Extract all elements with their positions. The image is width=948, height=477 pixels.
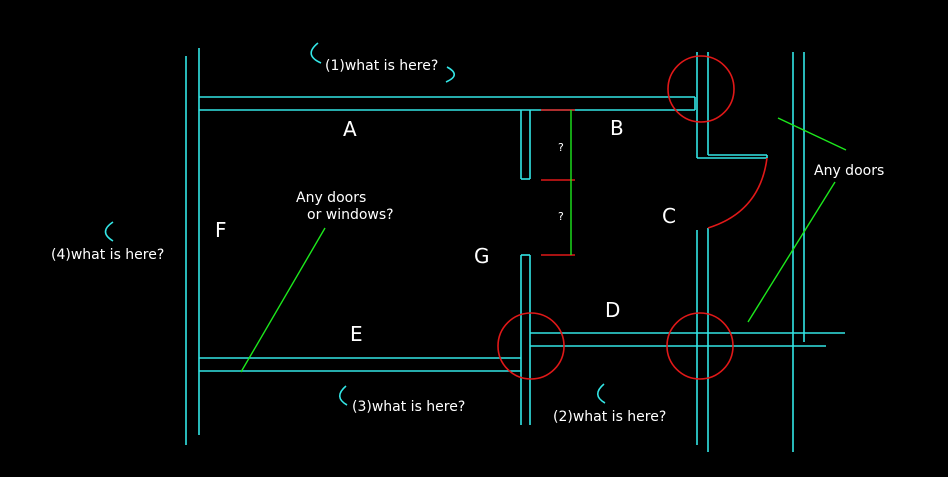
q1-arc-right: [445, 66, 456, 83]
leader-any-doors-top: [777, 117, 847, 151]
room-label-b: B: [610, 116, 624, 140]
question-1: (1)what is here?: [325, 58, 438, 74]
highlight-circle-bottom-middle: [497, 312, 565, 380]
walls: [185, 48, 845, 452]
note-any-doors: Any doors: [814, 163, 884, 179]
question-3: (3)what is here?: [352, 399, 465, 415]
highlight-circle-top-right: [667, 55, 735, 123]
leader-doors-windows: [240, 227, 326, 373]
leader-any-doors-bottom: [747, 181, 836, 323]
q1-arc-left: [310, 42, 322, 64]
question-2: (2)what is here?: [553, 409, 666, 425]
question-4: (4)what is here?: [51, 247, 164, 263]
room-label-f: F: [215, 218, 227, 242]
room-label-c: C: [662, 204, 676, 228]
room-label-a: A: [343, 117, 357, 141]
room-label-e: E: [350, 322, 363, 346]
note-doors-windows-line2: or windows?: [307, 207, 394, 223]
q4-arc: [104, 221, 114, 242]
note-doors-windows-line1: Any doors: [296, 190, 366, 206]
door-swing-arc: [707, 157, 768, 229]
opening-mark-top: ?: [558, 141, 564, 154]
q3-arc: [338, 385, 348, 406]
q2-arc: [596, 383, 606, 404]
room-label-g: G: [474, 244, 490, 268]
room-label-d: D: [605, 298, 620, 322]
highlight-circle-bottom-right: [666, 312, 734, 380]
opening-mark-bottom: ?: [558, 210, 564, 223]
